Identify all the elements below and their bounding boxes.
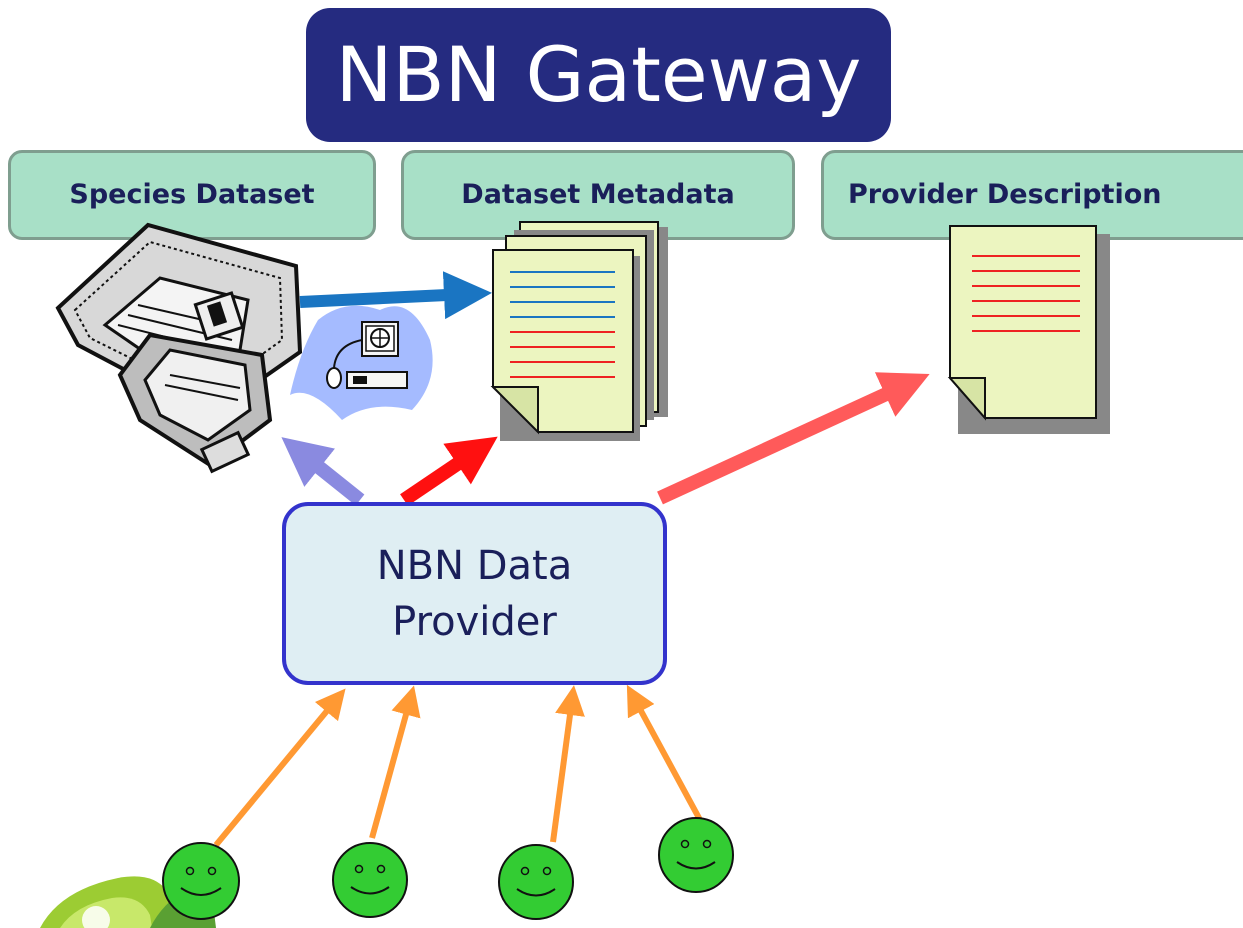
floppy-disks-icon [55,222,303,474]
document-icon [947,225,1110,434]
provider-line-1: NBN Data [376,543,573,589]
smiley-face-icon [498,844,574,920]
smiley-face-icon [162,842,240,920]
arrow-to-dataset-metadata [400,436,498,506]
arrow-to-species-dataset [281,437,365,506]
arrow-to-metadata-blue [299,271,492,320]
contributor-arrow-3 [550,685,585,843]
gateway-title: NBN Gateway [306,8,891,142]
provider-line-2: Provider [392,599,557,645]
provider-description-header: Provider Description [821,150,1243,240]
smiley-face-icon [658,817,734,893]
dataset-metadata-header: Dataset Metadata [401,150,795,240]
computer-network-icon [290,305,433,420]
document-stack-icon [490,221,668,441]
smiley-face-icon [332,842,408,918]
nbn-data-provider-box: NBN Data Provider [282,502,667,685]
contributor-arrow-2 [369,685,421,839]
arrow-to-provider-description [657,372,930,505]
contributor-arrow-1 [213,688,346,847]
